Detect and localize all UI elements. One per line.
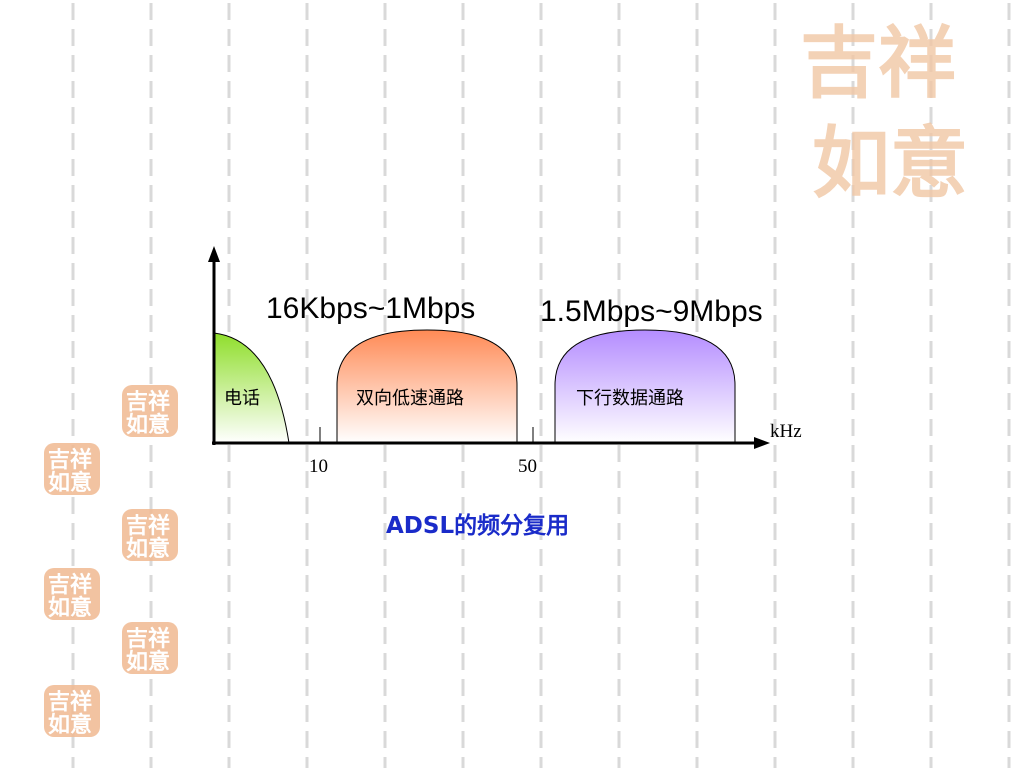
tick-label-50: 50 (518, 456, 537, 477)
speed-label-high: 1.5Mbps~9Mbps (540, 295, 763, 328)
svg-text:如意: 如意 (126, 412, 170, 438)
svg-text:如意: 如意 (48, 470, 92, 496)
decor-seal-small-6: 吉祥 如意 (44, 685, 100, 738)
tick-label-10: 10 (309, 456, 328, 477)
decor-seal-small-2: 吉祥 如意 (44, 443, 100, 496)
band-label-downstream: 下行数据通路 (576, 388, 684, 409)
diagram-caption: ADSL的频分复用 (386, 512, 569, 539)
decor-seal-small-1: 吉祥 如意 (122, 385, 178, 438)
band-label-bidirectional-low-speed: 双向低速通路 (356, 388, 464, 409)
x-axis-unit-label: kHz (770, 421, 802, 442)
svg-text:如意: 如意 (126, 536, 170, 562)
band-bidirectional-low-speed (337, 330, 517, 443)
svg-text:吉祥: 吉祥 (800, 18, 956, 109)
svg-text:如意: 如意 (126, 649, 170, 675)
decor-seal-small-5: 吉祥 如意 (122, 622, 178, 675)
decor-seal-small-3: 吉祥 如意 (122, 509, 178, 562)
svg-text:如意: 如意 (48, 712, 92, 738)
svg-text:如意: 如意 (812, 118, 968, 209)
speed-label-low: 16Kbps~1Mbps (266, 292, 475, 325)
svg-text:如意: 如意 (48, 595, 92, 621)
band-label-phone: 电话 (224, 388, 260, 409)
decor-seal-small-4: 吉祥 如意 (44, 568, 100, 621)
band-downstream (555, 330, 735, 443)
